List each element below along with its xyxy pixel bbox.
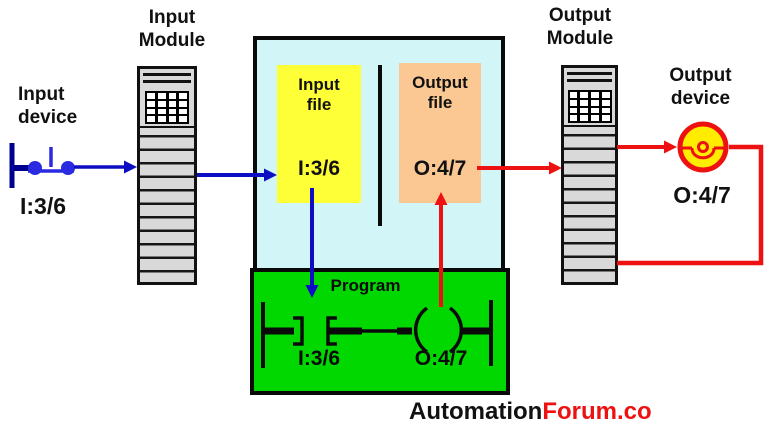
input-module-label: Input Module bbox=[138, 7, 206, 51]
output-module-label: Output Module bbox=[546, 5, 614, 49]
terminal-cell bbox=[179, 93, 187, 99]
output-file-box: Output file O:4/7 bbox=[399, 63, 481, 203]
rack-slats bbox=[564, 123, 615, 282]
device-to-module-arrow bbox=[74, 160, 137, 174]
file-divider-line bbox=[378, 65, 382, 226]
terminal-cell bbox=[601, 107, 610, 114]
terminal-cell bbox=[168, 108, 177, 115]
output-device-address: O:4/7 bbox=[673, 182, 731, 208]
terminal-cell bbox=[601, 115, 610, 121]
terminal-cell bbox=[569, 99, 578, 106]
rack-slot-bar bbox=[567, 72, 612, 75]
terminal-cell bbox=[580, 99, 588, 106]
switch-contact-icon bbox=[9, 143, 75, 188]
input-module-rack bbox=[137, 66, 197, 285]
terminal-cell bbox=[147, 116, 155, 122]
terminal-cell bbox=[147, 100, 155, 107]
output-file-address: O:4/7 bbox=[413, 157, 467, 180]
lamp-icon bbox=[677, 121, 729, 173]
rack-header bbox=[564, 72, 615, 127]
terminal-cell bbox=[157, 108, 166, 115]
watermark-forum: Forum.co bbox=[542, 398, 652, 425]
rack-slot-bar bbox=[143, 73, 191, 76]
rack-header bbox=[140, 73, 194, 128]
rack-slot-bar bbox=[143, 80, 191, 83]
terminal-cell bbox=[157, 100, 166, 107]
terminal-cell bbox=[168, 93, 177, 99]
terminal-cell bbox=[601, 99, 610, 106]
terminal-cell bbox=[569, 92, 578, 98]
terminal-cell bbox=[580, 107, 588, 114]
terminal-cell bbox=[591, 92, 599, 98]
rack-slats bbox=[140, 124, 194, 282]
terminal-cell bbox=[147, 108, 155, 115]
rack-slot-bar bbox=[567, 79, 612, 82]
terminal-cell bbox=[168, 100, 177, 107]
terminal-cell bbox=[591, 107, 599, 114]
module-to-lamp-arrow bbox=[617, 140, 677, 154]
watermark-automation: Automation bbox=[409, 398, 543, 425]
terminal-cell bbox=[179, 100, 187, 107]
output-module-rack bbox=[561, 65, 618, 285]
output-file-title: Output file bbox=[412, 73, 468, 112]
ladder-contact-address: I:3/6 bbox=[297, 347, 341, 370]
terminal-cell bbox=[569, 115, 578, 121]
terminal-cell bbox=[179, 116, 187, 122]
input-device-address: I:3/6 bbox=[19, 193, 67, 219]
program-title: Program bbox=[330, 276, 401, 295]
input-file-title: Input file bbox=[298, 75, 340, 114]
terminal-cell bbox=[580, 92, 588, 98]
input-file-box: Input file I:3/6 bbox=[277, 65, 361, 203]
terminal-cell bbox=[601, 92, 610, 98]
terminal-cell bbox=[591, 115, 599, 121]
terminal-cell bbox=[157, 93, 166, 99]
terminal-cell bbox=[591, 99, 599, 106]
terminal-cell bbox=[569, 107, 578, 114]
terminal-cell bbox=[179, 108, 187, 115]
terminal-cell bbox=[168, 116, 177, 122]
watermark: AutomationForum.co bbox=[409, 398, 652, 426]
input-file-address: I:3/6 bbox=[297, 157, 341, 180]
terminal-block-icon bbox=[145, 91, 189, 124]
ladder-coil-address: O:4/7 bbox=[414, 347, 468, 370]
terminal-cell bbox=[157, 116, 166, 122]
terminal-cell bbox=[147, 93, 155, 99]
terminal-block-icon bbox=[567, 90, 612, 123]
terminal-cell bbox=[580, 115, 588, 121]
output-device-label: Output device bbox=[669, 65, 732, 109]
input-device-label: Input device bbox=[18, 84, 78, 128]
